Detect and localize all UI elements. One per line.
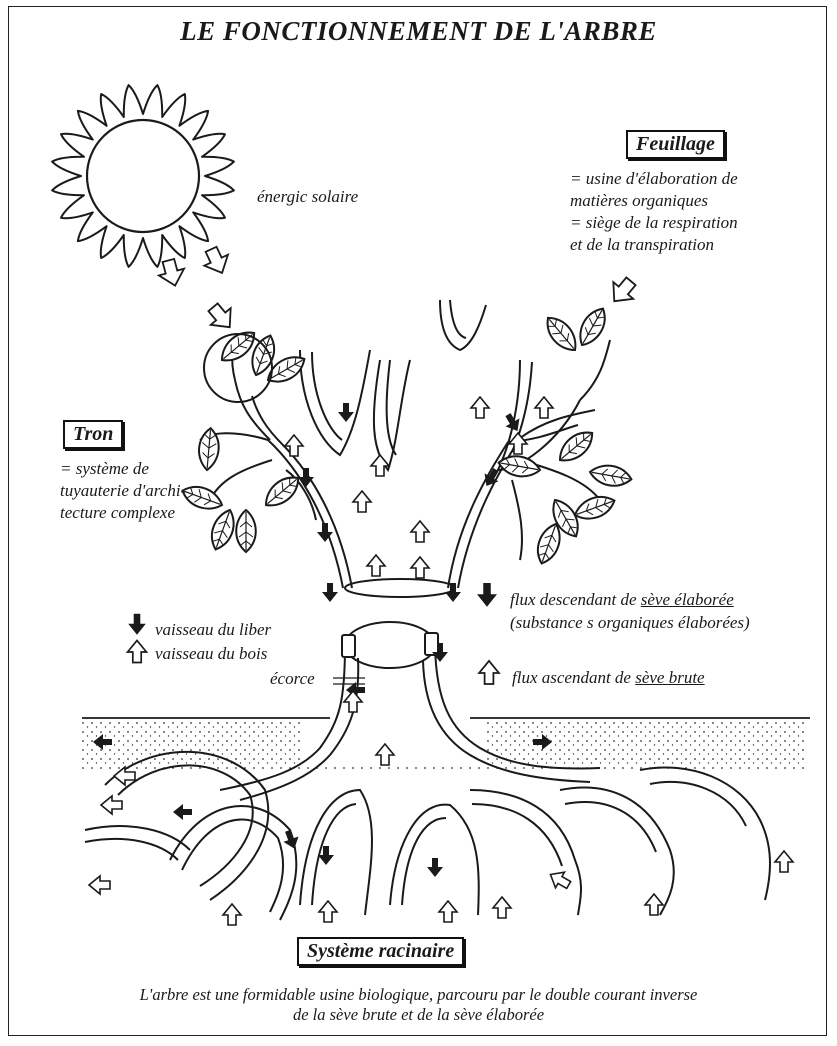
- leaf-icon: [588, 462, 633, 489]
- hollow-up-arrow-icon: [344, 691, 362, 712]
- legend-bois-label: vaisseau du bois: [155, 643, 267, 665]
- tron-heading: Tron: [63, 420, 123, 449]
- hollow-up-arrow-icon: [439, 901, 457, 922]
- caption: L'arbre est une formidable usine biologi…: [0, 985, 837, 1025]
- hollow-up-arrow-icon: [89, 876, 110, 894]
- flux-ascendant-prefix: flux ascendant de: [512, 668, 635, 687]
- flux-ascendant-label: flux ascendant de sève brute: [512, 667, 705, 689]
- solid-down-arrow-icon: [173, 804, 192, 820]
- caption-line: de la sève brute et de la sève élaborée: [0, 1005, 837, 1025]
- flux-desc-arrow-icon: [477, 583, 497, 607]
- hollow-up-arrow-icon: [371, 455, 389, 476]
- tron-description: = système de tuyauterie d'archi- tecture…: [60, 458, 186, 524]
- hollow-up-arrow-icon: [223, 904, 241, 925]
- leaf-icon: [260, 471, 305, 513]
- feuillage-description: = usine d'élaboration de matières organi…: [570, 168, 738, 256]
- flux-asc-arrow-icon: [479, 661, 499, 684]
- leaf-icon: [572, 491, 618, 524]
- solid-down-arrow-icon: [322, 583, 338, 602]
- hollow-up-arrow-icon: [319, 901, 337, 922]
- feuillage-heading: Feuillage: [626, 130, 725, 159]
- ground: [82, 712, 810, 770]
- hollow-up-arrow-icon: [367, 555, 385, 576]
- racines-heading: Système racinaire: [297, 937, 464, 966]
- sunbeam-arrow-icon: [203, 273, 641, 336]
- feuillage-line: matières organiques: [570, 190, 738, 212]
- legend-bois-arrow-icon: [128, 640, 147, 662]
- feuillage-line: et de la transpiration: [570, 234, 738, 256]
- flux-descendant-prefix: flux descendant de: [510, 590, 641, 609]
- tron-line: tuyauterie d'archi-: [60, 480, 186, 502]
- hollow-up-arrow-icon: [493, 897, 511, 918]
- hollow-up-arrow-icon: [411, 521, 429, 542]
- solid-down-arrow-icon: [280, 828, 302, 851]
- hollow-up-arrow-icon: [645, 894, 663, 915]
- seve-elaboree-term: sève élaborée: [641, 590, 734, 609]
- hollow-up-arrow-icon: [546, 867, 573, 893]
- legend-liber-arrow-icon: [128, 614, 146, 635]
- feuillage-line: = siège de la respiration: [570, 212, 738, 234]
- leaf-icon: [574, 304, 612, 350]
- hollow-up-arrow-icon: [353, 491, 371, 512]
- seve-brute-term: sève brute: [635, 668, 704, 687]
- tron-line: tecture complexe: [60, 502, 186, 524]
- caption-line: L'arbre est une formidable usine biologi…: [0, 985, 837, 1005]
- flux-descendant-label: flux descendant de sève élaborée: [510, 589, 734, 611]
- hollow-up-arrow-icon: [471, 397, 489, 418]
- hollow-up-arrow-icon: [535, 397, 553, 418]
- flux-descendant-detail: (substance s organiques élaborées): [510, 612, 750, 634]
- solid-down-arrow-icon: [338, 403, 354, 422]
- sun-label: énergic solaire: [257, 186, 358, 208]
- leaf-icon: [236, 510, 256, 552]
- ecorce-pointer: [333, 678, 365, 684]
- sun-icon: [52, 85, 234, 267]
- solid-down-arrow-icon: [427, 858, 443, 877]
- sunbeam-arrow-icon: [156, 244, 234, 289]
- canopy-branches: [200, 300, 610, 560]
- hollow-up-arrow-icon: [775, 851, 793, 872]
- hollow-up-arrow-icon: [101, 796, 122, 814]
- hollow-up-arrow-icon: [285, 435, 303, 456]
- root-system: [85, 752, 770, 920]
- legend-ecorce-label: écorce: [270, 668, 315, 690]
- leaf-icon: [206, 507, 239, 553]
- leaf-icon: [541, 312, 583, 357]
- legend-liber-label: vaisseau du liber: [155, 619, 271, 641]
- tron-line: = système de: [60, 458, 186, 480]
- hollow-up-arrow-icon: [411, 557, 429, 578]
- leaf-icon: [554, 426, 599, 468]
- feuillage-line: = usine d'élaboration de: [570, 168, 738, 190]
